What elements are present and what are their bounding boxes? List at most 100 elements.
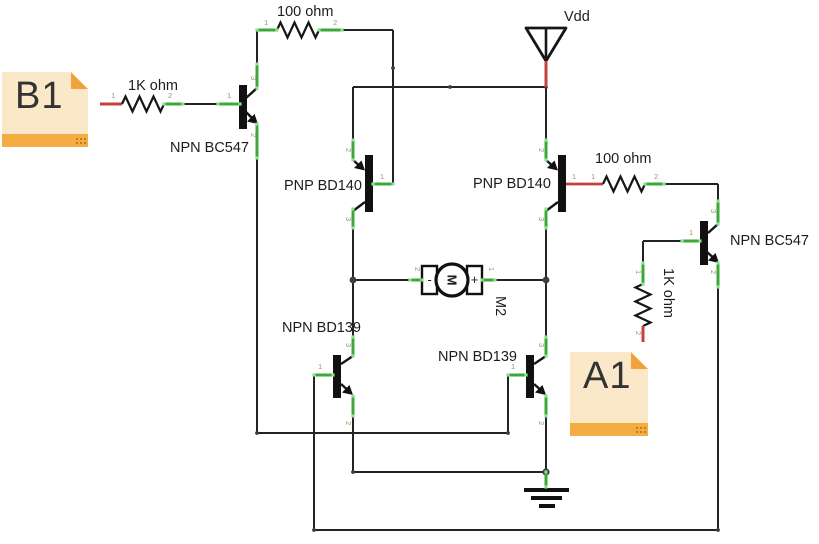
collector-lead	[533, 355, 547, 365]
transistor-bar	[333, 355, 341, 398]
pin-end-cap	[680, 239, 684, 243]
wire-bend-dot	[351, 470, 355, 474]
motor-letter: M	[445, 275, 460, 286]
transistor-label: PNP BD140	[473, 176, 551, 192]
pin-end-cap	[255, 122, 259, 126]
ground-symbol[interactable]	[524, 472, 569, 508]
pin-end-cap	[216, 102, 220, 106]
sticky-note-a1[interactable]: A1	[570, 352, 648, 436]
pin-end-cap	[351, 138, 355, 142]
pin-number-label: 3	[537, 343, 546, 347]
pin-end-cap	[351, 354, 355, 358]
pin-end-caps	[162, 28, 720, 489]
emitter-arrow	[547, 160, 558, 171]
pin-end-cap	[275, 28, 279, 32]
transistor-bd139-left[interactable]: NPN BD139	[282, 320, 361, 416]
note-fold-corner-icon	[71, 72, 88, 89]
pin-end-cap	[544, 354, 548, 358]
transistor-bar	[558, 155, 566, 212]
wires[interactable]	[183, 29, 719, 531]
resistor-right-vertical[interactable]: 1K ohm	[632, 263, 677, 342]
pin-end-cap	[641, 282, 645, 286]
pin-end-cap	[662, 182, 666, 186]
transistor-bc547-left[interactable]: NPN BC547	[170, 64, 259, 158]
pin-number-label: 2	[537, 148, 546, 152]
note-fold-corner-icon	[631, 352, 648, 369]
pin-number-label: 2	[344, 421, 353, 425]
pin-end-cap	[255, 86, 259, 90]
wire-bend-dot	[391, 66, 395, 70]
pin-number-label: 1	[572, 172, 576, 181]
pin-end-cap	[643, 182, 647, 186]
wire-junction-dot	[349, 276, 357, 284]
pin-end-cap	[544, 226, 548, 230]
pin-number-label: 1	[634, 270, 643, 274]
resistor-top-label: 100 ohm	[277, 4, 333, 20]
emitter-arrow	[354, 160, 365, 171]
transistor-bd140-left[interactable]: PNP BD140	[284, 140, 393, 228]
transistor-label: NPN BD139	[438, 349, 517, 365]
resistor-zigzag-icon	[602, 173, 646, 195]
motor-label: M2	[492, 296, 508, 316]
wire-bend-dot	[448, 85, 452, 89]
note-grip-dots-icon[interactable]	[74, 136, 86, 145]
resistor-zigzag-icon	[121, 93, 165, 115]
pin-number-label: 3	[709, 209, 718, 213]
wire-junction-dot	[542, 276, 550, 284]
motor-m2[interactable]: - + M M2	[410, 262, 508, 316]
wire-bend-dot	[506, 431, 510, 435]
transistor-bar	[526, 355, 534, 398]
transistor-label: NPN BD139	[282, 320, 361, 336]
pin-end-cap	[716, 285, 720, 289]
pin-end-cap	[506, 373, 510, 377]
pin-end-cap	[312, 373, 316, 377]
pin-end-cap	[351, 226, 355, 230]
pin-end-cap	[255, 156, 259, 160]
motor-plus-sign: +	[471, 272, 479, 287]
sticky-note-b1[interactable]: B1	[2, 72, 88, 147]
vdd-symbol[interactable]: Vdd	[524, 9, 590, 87]
vdd-label: Vdd	[564, 9, 590, 25]
resistor-top[interactable]: 100 ohm	[257, 4, 342, 41]
pin-end-cap	[716, 222, 720, 226]
pin-number-label: 1	[318, 362, 322, 371]
pin-end-cap	[544, 485, 548, 489]
resistor-right[interactable]: 100 ohm	[595, 151, 664, 195]
collector-lead	[545, 201, 559, 212]
sticky-note-b1-text: B1	[15, 75, 64, 117]
resistor-left[interactable]: 1K ohm	[100, 78, 183, 115]
pin-end-cap	[162, 102, 166, 106]
pin-number-label: 2	[537, 421, 546, 425]
pin-end-cap	[391, 182, 395, 186]
collector-lead	[352, 201, 366, 212]
pin-end-cap	[698, 239, 702, 243]
transistor-bc547-right[interactable]: NPN BC547	[682, 201, 809, 287]
transistor-label: PNP BD140	[284, 178, 362, 194]
pin-end-cap	[351, 394, 355, 398]
pin-end-cap	[255, 62, 259, 66]
pin-end-cap	[238, 102, 242, 106]
emitter-arrow	[342, 385, 353, 395]
wire-bend-dot	[255, 431, 259, 435]
pin-end-cap	[408, 278, 412, 282]
collector-lead	[707, 223, 719, 234]
pin-number-label: 2	[333, 18, 337, 27]
pin-number-label: 1	[689, 228, 693, 237]
note-grip-dots-icon[interactable]	[634, 425, 646, 434]
transistor-bd139-right[interactable]: NPN BD139	[438, 337, 548, 416]
transistor-bd140-right[interactable]: PNP BD140	[473, 140, 603, 228]
pin-end-cap	[480, 278, 484, 282]
transistor-bar	[365, 155, 373, 212]
pin-number-label: 3	[344, 217, 353, 221]
pin-number-label: 1	[264, 18, 268, 27]
note-bottom-bar	[570, 423, 648, 436]
transistor-bar	[239, 85, 247, 129]
wire-junctions	[255, 66, 720, 532]
resistor-right-vertical-label: 1K ohm	[660, 268, 676, 318]
pin-number-label: 1	[591, 172, 595, 181]
pin-end-cap	[544, 394, 548, 398]
pin-end-cap	[716, 199, 720, 203]
pin-number-label: 2	[709, 270, 718, 274]
